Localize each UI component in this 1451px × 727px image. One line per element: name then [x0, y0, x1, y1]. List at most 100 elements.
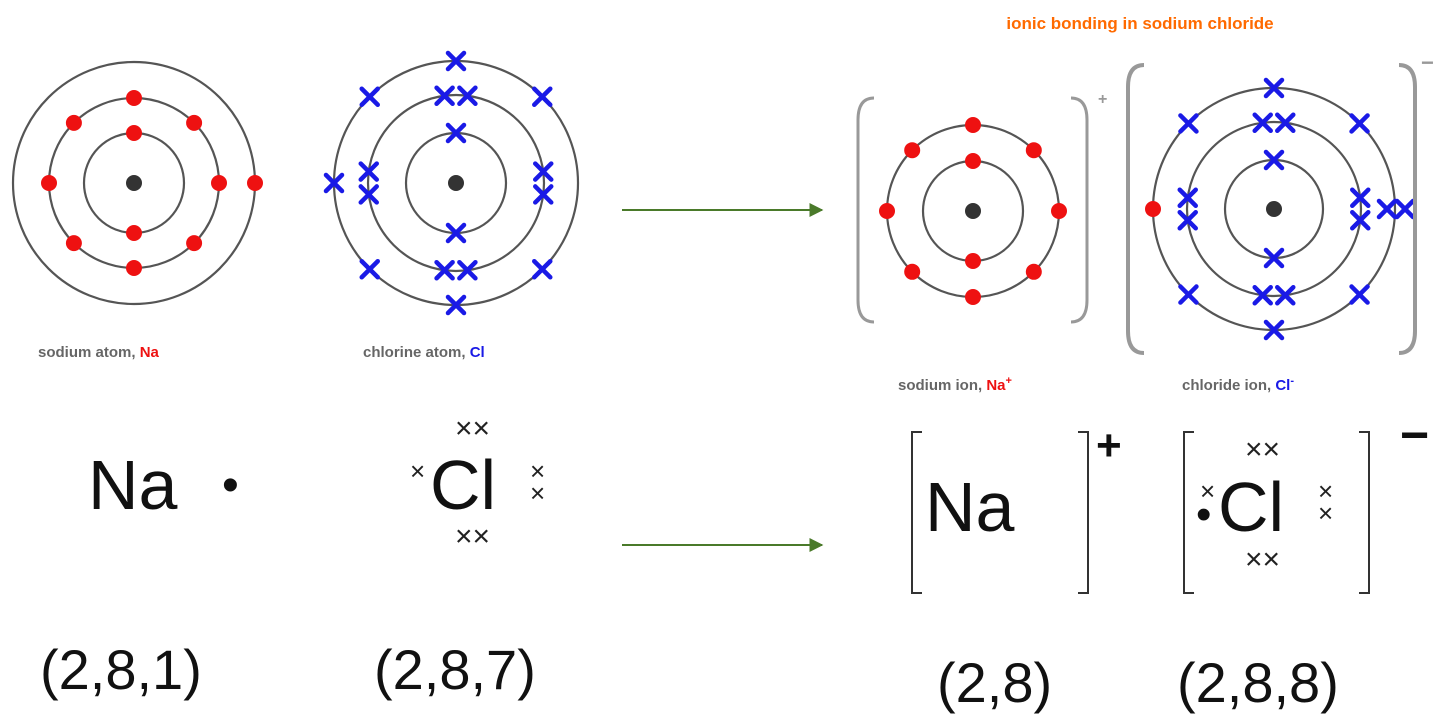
- chlorine-electron-cross: [1263, 77, 1285, 99]
- diagram-title: ionic bonding in sodium chloride: [1006, 14, 1274, 33]
- cross-stroke: [323, 172, 345, 194]
- chlorine-electron-cross: [445, 222, 467, 244]
- sodium-electron-dot: [126, 260, 142, 276]
- chloride-ion-lewis-charge: −: [1400, 407, 1430, 463]
- sodium-electron-dot: [211, 175, 227, 191]
- chloride-transferred-dot: •: [1196, 490, 1212, 539]
- chlorine-electron-cross: [533, 184, 554, 205]
- cross-stroke: [1263, 247, 1285, 269]
- chlorine-electron-cross: [1263, 247, 1285, 269]
- sodium-electron-dot: [186, 235, 203, 252]
- sodium-electron-dot: [1051, 203, 1067, 219]
- sodium-electron-dot: [965, 153, 981, 169]
- sodium-electron-dot: [65, 235, 82, 252]
- cross-stroke: [457, 260, 478, 281]
- cross-stroke: [1178, 284, 1199, 305]
- chlorine-electron-cross: [1263, 319, 1285, 341]
- cross-stroke: [532, 259, 553, 280]
- caption-symbol: Na: [986, 377, 1006, 394]
- chlorine-lewis-symbol: Cl: [430, 446, 497, 524]
- cross-stroke: [445, 122, 467, 144]
- cross-stroke: [1394, 198, 1416, 220]
- cross-stroke: [358, 161, 379, 182]
- chlorine-electron-cross: [445, 294, 467, 316]
- cross-stroke: [1275, 112, 1296, 133]
- sodium-ion-lewis-charge: +: [1096, 421, 1122, 470]
- sodium-electron-dot: [1145, 201, 1161, 217]
- shell-diagrams: [11, 50, 1416, 341]
- sodium-lewis-symbol: Na: [88, 446, 178, 524]
- cross-stroke: [445, 222, 467, 244]
- cross-stroke: [1350, 210, 1371, 231]
- sodium-electron-dot: [1025, 142, 1042, 159]
- electron-shell-2: [1185, 120, 1363, 298]
- caption-text: chloride ion,: [1182, 377, 1276, 394]
- chloride-lewis-left-bracket: [1183, 431, 1194, 594]
- cross-stroke: [434, 260, 455, 281]
- chlorine-electron-cross: [457, 85, 478, 106]
- chlorine-electron-cross: [358, 184, 379, 205]
- chlorine-electron-cross: [1177, 210, 1198, 231]
- chlorine-atom-caption: chlorine atom, Cl: [363, 344, 485, 361]
- cross-stroke: [1350, 187, 1371, 208]
- ion-brackets: [856, 63, 1417, 594]
- chlorine-electron-cross: [1263, 149, 1285, 171]
- sodium-electron-dot: [1025, 263, 1042, 280]
- chlorine-electron-cross: [1376, 198, 1398, 220]
- sodium-valence-dot: •: [222, 459, 239, 512]
- sodium-electron-dot: [65, 114, 82, 131]
- chlorine-electron-cross: [1252, 112, 1273, 133]
- chlorine-electron-cross: [1349, 113, 1370, 134]
- chlorine-electron-cross: [533, 161, 554, 182]
- chloride-left-cross: ×: [1200, 476, 1216, 506]
- sodium-ion-configuration: (2,8): [937, 651, 1053, 714]
- chlorine-electron-cross: [1350, 210, 1371, 231]
- cross-stroke: [1252, 112, 1273, 133]
- caption-text: sodium ion,: [898, 377, 987, 394]
- cross-stroke: [1252, 285, 1273, 306]
- chlorine-electron-cross: [1349, 284, 1370, 305]
- chlorine-electron-cross: [323, 172, 345, 194]
- sodium-lewis-left-bracket: [911, 431, 922, 594]
- chloride-ion-charge: −: [1421, 50, 1434, 75]
- chlorine-bottom-crosses: ××: [455, 520, 491, 553]
- cross-stroke: [533, 161, 554, 182]
- chloride-right-cross-top: ×: [1318, 476, 1334, 506]
- sodium-electron-dot: [904, 263, 921, 280]
- chlorine-electron-cross: [1177, 187, 1198, 208]
- chlorine-electron-cross: [1178, 113, 1199, 134]
- cross-stroke: [1349, 284, 1370, 305]
- sodium-electron-dot: [879, 203, 895, 219]
- sodium-electron-dot: [965, 117, 981, 133]
- sodium-atom-diagram: [11, 60, 263, 306]
- nucleus: [965, 203, 981, 219]
- cross-stroke: [457, 85, 478, 106]
- chloride-right-cross-bottom: ×: [1318, 498, 1334, 528]
- chlorine-electron-cross: [532, 86, 553, 107]
- chlorine-electron-cross: [359, 259, 380, 280]
- chloride-ion-right-bracket: [1398, 63, 1417, 355]
- sodium-electron-dot: [186, 114, 203, 131]
- chloride-ion-diagram: [1145, 77, 1416, 341]
- caption-text: sodium atom,: [38, 344, 140, 361]
- cross-stroke: [434, 85, 455, 106]
- chlorine-electron-cross: [1350, 187, 1371, 208]
- sodium-electron-dot: [126, 225, 142, 241]
- sodium-ion-charge: +: [1098, 91, 1108, 108]
- caption-charge: -: [1290, 375, 1295, 387]
- cross-stroke: [1275, 285, 1296, 306]
- sodium-ion-lewis-symbol: Na: [925, 468, 1015, 546]
- sodium-electron-dot: [965, 253, 981, 269]
- chlorine-electron-cross: [434, 85, 455, 106]
- caption-symbol: Na: [139, 344, 159, 361]
- chlorine-atom-diagram: [323, 50, 580, 316]
- sodium-electron-dot: [41, 175, 57, 191]
- cross-stroke: [1376, 198, 1398, 220]
- cross-stroke: [533, 184, 554, 205]
- nucleus: [1266, 201, 1282, 217]
- chloride-ion-lewis-symbol: Cl: [1218, 468, 1285, 546]
- chlorine-electron-cross: [1252, 285, 1273, 306]
- chlorine-atom-configuration: (2,8,7): [374, 638, 536, 701]
- cross-stroke: [445, 50, 467, 72]
